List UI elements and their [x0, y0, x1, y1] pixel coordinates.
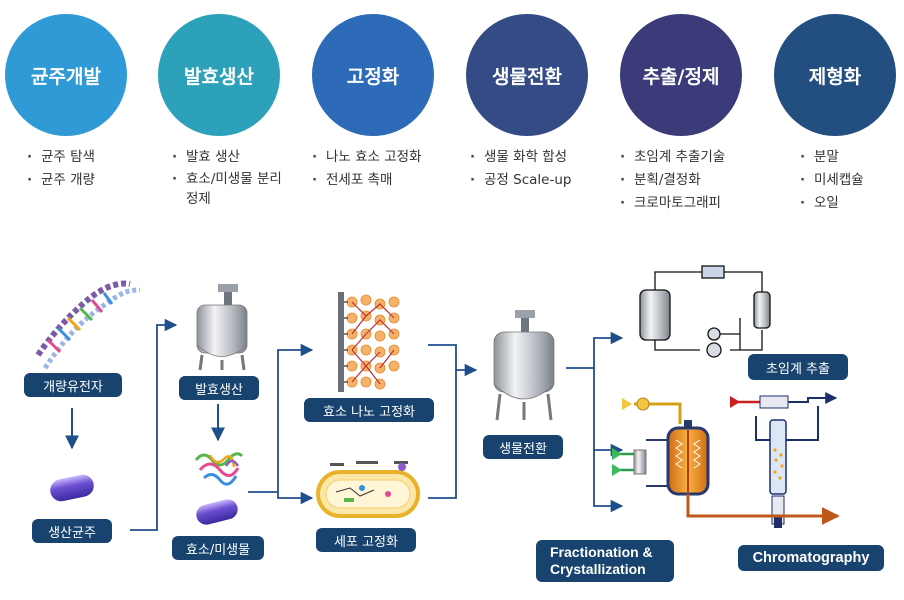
- supercritical-extractor-icon: [639, 265, 771, 358]
- list-item: 균주 개량: [27, 169, 95, 192]
- stage-circle-extraction: 추출/정제: [620, 14, 742, 136]
- label-fractionation-line2: Crystallization: [550, 561, 646, 577]
- label-strain: 생산균주: [32, 519, 112, 543]
- stage-list-strain-dev: 균주 탐색 균주 개량: [27, 146, 95, 192]
- arrow-strain-to-fermentation: [130, 318, 178, 531]
- label-chromatography: Chromatography: [738, 545, 884, 571]
- label-bioconversion: 생물전환: [483, 435, 563, 459]
- crystallizer-icon: [612, 397, 710, 496]
- list-item: 크로마토그래피: [620, 192, 725, 215]
- chromatography-column-icon: [730, 392, 838, 528]
- nano-lattice-icon: [338, 292, 400, 392]
- stage-circle-formulation: 제형화: [774, 14, 896, 136]
- arrow-to-chromatography: [593, 450, 624, 513]
- list-item: 공정 Scale-up: [470, 169, 571, 192]
- stage-circle-immobilization: 고정화: [312, 14, 434, 136]
- list-item: 생물 화학 합성: [470, 146, 571, 169]
- stage-circle-bioconversion: 생물전환: [466, 14, 588, 136]
- stage-list-bioconversion: 생물 화학 합성 공정 Scale-up: [470, 146, 571, 192]
- stage-list-fermentation: 발효 생산 효소/미생물 분리 정제: [172, 146, 282, 209]
- arrow-enzyme-to-cell: [277, 491, 314, 505]
- reactor-tank-icon: [493, 310, 555, 421]
- label-cell-immob: 세포 고정화: [316, 528, 416, 552]
- list-item: 미세캡슐: [800, 169, 864, 192]
- stage-list-extraction: 초임계 추출기술 분획/결정화 크로마토그래피: [620, 146, 725, 215]
- label-enzyme: 효소/미생물: [172, 536, 264, 560]
- arrow-cell-to-bioconversion: [428, 370, 457, 499]
- list-item: 전세포 촉매: [312, 169, 422, 192]
- dna-icon: [35, 280, 141, 370]
- stage-list-immobilization: 나노 효소 고정화 전세포 촉매: [312, 146, 422, 192]
- microbe-capsule-icon: [196, 499, 238, 525]
- list-item: 분말: [800, 146, 864, 169]
- list-item: 균주 탐색: [27, 146, 95, 169]
- list-item: 효소/미생물 분리 정제: [172, 169, 282, 209]
- label-fractionation-line1: Fractionation &: [550, 544, 653, 560]
- list-item: 발효 생산: [172, 146, 282, 169]
- list-item: 초임계 추출기술: [620, 146, 725, 169]
- label-supercritical: 초임계 추출: [748, 354, 848, 380]
- stage-list-formulation: 분말 미세캡슐 오일: [800, 146, 864, 215]
- cell-catalyst-icon: [316, 461, 420, 518]
- label-fractionation: Fractionation & Crystallization: [536, 540, 674, 582]
- list-item: 나노 효소 고정화: [312, 146, 422, 169]
- arrow-enzyme-to-nano: [277, 343, 314, 492]
- product-outflow-line: [686, 494, 840, 525]
- stage-circle-strain-dev: 균주개발: [5, 14, 127, 136]
- label-fermentation: 발효생산: [179, 376, 259, 400]
- microbe-capsule-icon: [50, 474, 94, 502]
- list-item: 오일: [800, 192, 864, 215]
- stage-circle-fermentation: 발효생산: [158, 14, 280, 136]
- enzyme-protein-icon: [194, 452, 244, 486]
- list-item: 분획/결정화: [620, 169, 725, 192]
- arrow-to-fractionation: [593, 368, 624, 457]
- arrow-nano-to-bioconversion: [428, 344, 478, 377]
- label-gene: 개량유전자: [24, 373, 122, 397]
- label-nano-immob: 효소 나노 고정화: [304, 398, 434, 422]
- fermenter-tank-icon: [196, 284, 248, 371]
- arrow-to-supercritical: [593, 331, 624, 368]
